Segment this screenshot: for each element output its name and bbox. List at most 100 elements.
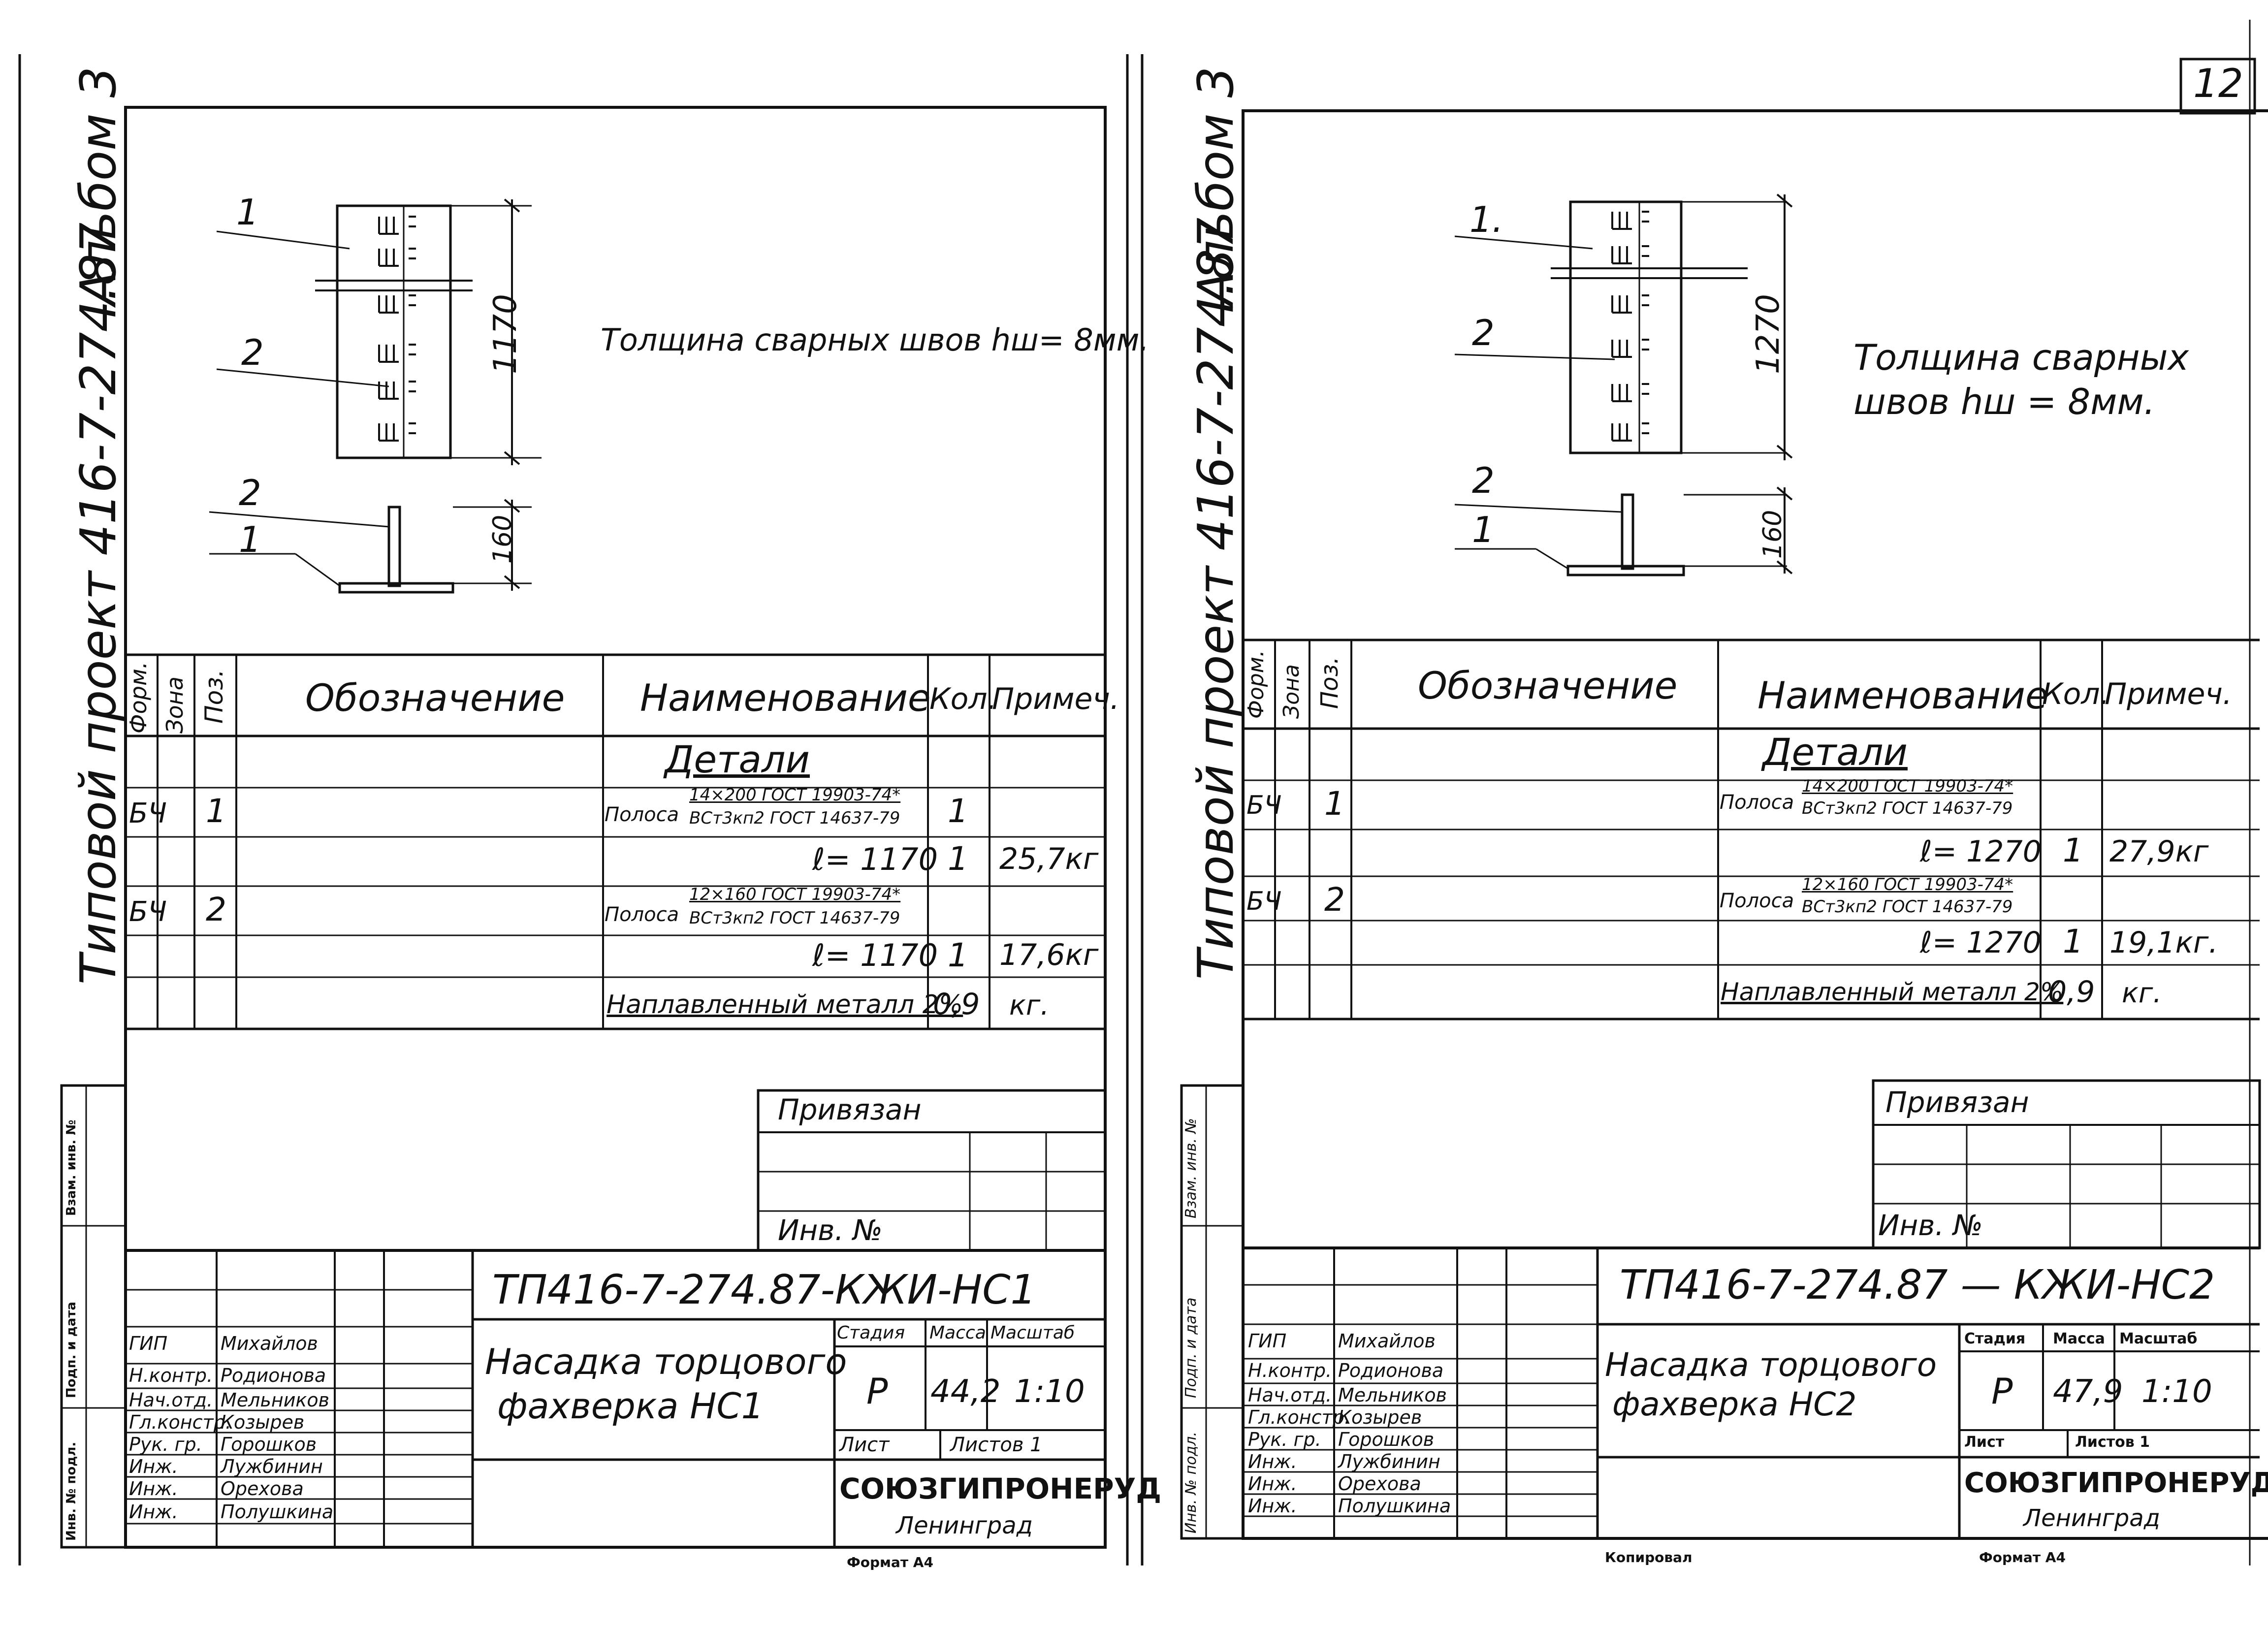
section-label-1: 1 bbox=[239, 519, 261, 560]
title-line1: Насадка торцового bbox=[485, 1341, 847, 1382]
side-cell-inv: Инв. № подл. bbox=[1182, 1432, 1200, 1533]
side-label-project: Типовой проект 416-7-274.87 bbox=[1187, 217, 1245, 980]
weld-note-line1: Толщина сварных bbox=[1853, 337, 2189, 378]
row1-pos: 1 bbox=[1324, 785, 1345, 823]
mass-value: 44,2 bbox=[930, 1373, 1001, 1410]
row5-qty: 0,9 bbox=[2048, 975, 2095, 1009]
row1-line1: 14×200 ГОСТ 19903-74* bbox=[1802, 776, 2013, 796]
staff-name-3: Козырев bbox=[221, 1411, 305, 1433]
header-format: Форм. bbox=[125, 661, 152, 734]
format-a4: Формат А4 bbox=[847, 1554, 933, 1570]
inv-no-label: Инв. № bbox=[1878, 1209, 1983, 1242]
mass-label: Масса bbox=[929, 1323, 986, 1343]
row3-line1: 12×160 ГОСТ 19903-74* bbox=[689, 885, 901, 904]
sheet-label: Лист bbox=[1964, 1434, 2005, 1451]
row4-qty: 1 bbox=[948, 936, 968, 974]
staff-name-3: Козырев bbox=[1338, 1406, 1422, 1428]
row1-qty-extra: 1 bbox=[948, 792, 968, 830]
row5-qty: 0,9 bbox=[933, 987, 980, 1021]
staff-name-4: Горошков bbox=[221, 1434, 317, 1455]
side-cell-vzam: Взам. инв. № bbox=[64, 1119, 79, 1216]
staff-name-0: Михайлов bbox=[1338, 1330, 1436, 1352]
staff-role-0: ГИП bbox=[129, 1333, 168, 1354]
staff-name-1: Родионова bbox=[221, 1365, 326, 1386]
staff-name-1: Родионова bbox=[1338, 1360, 1444, 1381]
staff-name-4: Горошков bbox=[1338, 1429, 1435, 1450]
row5-name: Наплавленный металл 2% bbox=[607, 990, 963, 1020]
staff-role-1: Н.контр. bbox=[129, 1365, 213, 1386]
staff-role-3: Гл.констр. bbox=[1248, 1406, 1350, 1428]
header-name: Наименование bbox=[640, 676, 931, 720]
staff-name-6: Орехова bbox=[221, 1478, 304, 1500]
side-cell-vzam: Взам. инв. № bbox=[1182, 1118, 1200, 1218]
length-dimension: 1270 bbox=[1750, 294, 1787, 374]
staff-role-4: Рук. гр. bbox=[129, 1434, 202, 1455]
row3-line2: ВСт3кп2 ГОСТ 14637-79 bbox=[1802, 897, 2013, 917]
weld-note-line2: швов hш = 8мм. bbox=[1853, 381, 2155, 422]
staff-role-4: Рук. гр. bbox=[1248, 1429, 1321, 1450]
row3-pos: 2 bbox=[1324, 881, 1345, 919]
row4-qty: 1 bbox=[2063, 923, 2083, 960]
side-label-album: Альбом 3 bbox=[69, 66, 127, 305]
staff-role-7: Инж. bbox=[1248, 1495, 1297, 1517]
sheet-left: Типовой проект 416-7-274.87 Альбом 3 1 2… bbox=[0, 0, 1161, 1628]
doc-code: ТП416-7-274.87 — КЖИ-НС2 bbox=[1620, 1262, 2215, 1309]
row1-prefix: Полоса bbox=[605, 803, 679, 826]
stage-label: Стадия bbox=[1964, 1330, 2026, 1347]
section-details: Детали bbox=[665, 737, 810, 781]
header-pos: Поз. bbox=[200, 669, 228, 724]
side-cell-podp: Подп. и дата bbox=[64, 1302, 79, 1398]
row3-format: БЧ bbox=[129, 896, 167, 928]
row4-note: 19,1кг. bbox=[2109, 926, 2218, 960]
staff-name-5: Лужбинин bbox=[1338, 1451, 1440, 1472]
side-cell-inv: Инв. № подл. bbox=[64, 1441, 79, 1541]
row1-pos: 1 bbox=[206, 792, 226, 830]
staff-name-5: Лужбинин bbox=[221, 1456, 323, 1477]
header-pos: Поз. bbox=[1316, 656, 1343, 709]
row5-note: кг. bbox=[1009, 990, 1050, 1021]
row3-line2: ВСт3кп2 ГОСТ 14637-79 bbox=[689, 908, 900, 928]
staff-name-2: Мельников bbox=[1338, 1384, 1447, 1406]
staff-name-2: Мельников bbox=[221, 1389, 329, 1411]
header-designation: Обозначение bbox=[305, 676, 565, 720]
height-dimension: 160 bbox=[1758, 510, 1788, 559]
header-designation: Обозначение bbox=[1418, 664, 1678, 707]
height-dimension: 160 bbox=[488, 514, 517, 564]
header-qty: Кол. bbox=[2042, 677, 2109, 711]
staff-role-3: Гл.констр. bbox=[129, 1411, 231, 1433]
mass-value: 47,9 bbox=[2053, 1373, 2123, 1410]
sheet-left-frame bbox=[18, 54, 1129, 1565]
org-name: СОЮЗГИПРОНЕРУД bbox=[1964, 1467, 2268, 1499]
row3-pos: 2 bbox=[206, 891, 226, 928]
header-zone: Зона bbox=[161, 676, 188, 734]
section-label-2: 2 bbox=[1472, 460, 1495, 501]
copied-by: Копировал bbox=[1605, 1549, 1693, 1565]
plan-label-1: 1 bbox=[236, 192, 259, 233]
row1-line2: ВСт3кп2 ГОСТ 14637-79 bbox=[1802, 798, 2013, 818]
row1-line2: ВСт3кп2 ГОСТ 14637-79 bbox=[689, 808, 900, 828]
doc-code: ТП416-7-274.87-КЖИ-НС1 bbox=[492, 1267, 1036, 1313]
org-name: СОЮЗГИПРОНЕРУД bbox=[839, 1472, 1162, 1505]
privyazan-label: Привязан bbox=[778, 1093, 922, 1126]
row3-line1: 12×160 ГОСТ 19903-74* bbox=[1802, 875, 2013, 894]
staff-role-2: Нач.отд. bbox=[129, 1389, 213, 1411]
header-format: Форм. bbox=[1244, 650, 1269, 719]
plan-label-1: 1. bbox=[1469, 199, 1503, 240]
header-note: Примеч. bbox=[992, 682, 1119, 716]
staff-name-7: Полушкина bbox=[1338, 1495, 1451, 1517]
staff-role-6: Инж. bbox=[1248, 1473, 1297, 1495]
sheets-label: Листов 1 bbox=[950, 1434, 1043, 1456]
row4-name: ℓ= 1170 bbox=[812, 937, 938, 973]
org-city: Ленинград bbox=[2023, 1504, 2160, 1532]
row1-line1: 14×200 ГОСТ 19903-74* bbox=[689, 785, 901, 805]
row2-note: 25,7кг bbox=[999, 842, 1099, 876]
title-line2: фахверка НС1 bbox=[497, 1385, 764, 1427]
header-note: Примеч. bbox=[2105, 677, 2232, 711]
title-line2: фахверка НС2 bbox=[1612, 1385, 1857, 1423]
row3-format: БЧ bbox=[1246, 887, 1282, 916]
row2-qty: 1 bbox=[948, 840, 968, 878]
sheet-label: Лист bbox=[839, 1434, 890, 1456]
weld-note: Толщина сварных швов hш= 8мм. bbox=[601, 322, 1150, 358]
staff-name-6: Орехова bbox=[1338, 1473, 1421, 1495]
staff-name-0: Михайлов bbox=[221, 1333, 318, 1354]
